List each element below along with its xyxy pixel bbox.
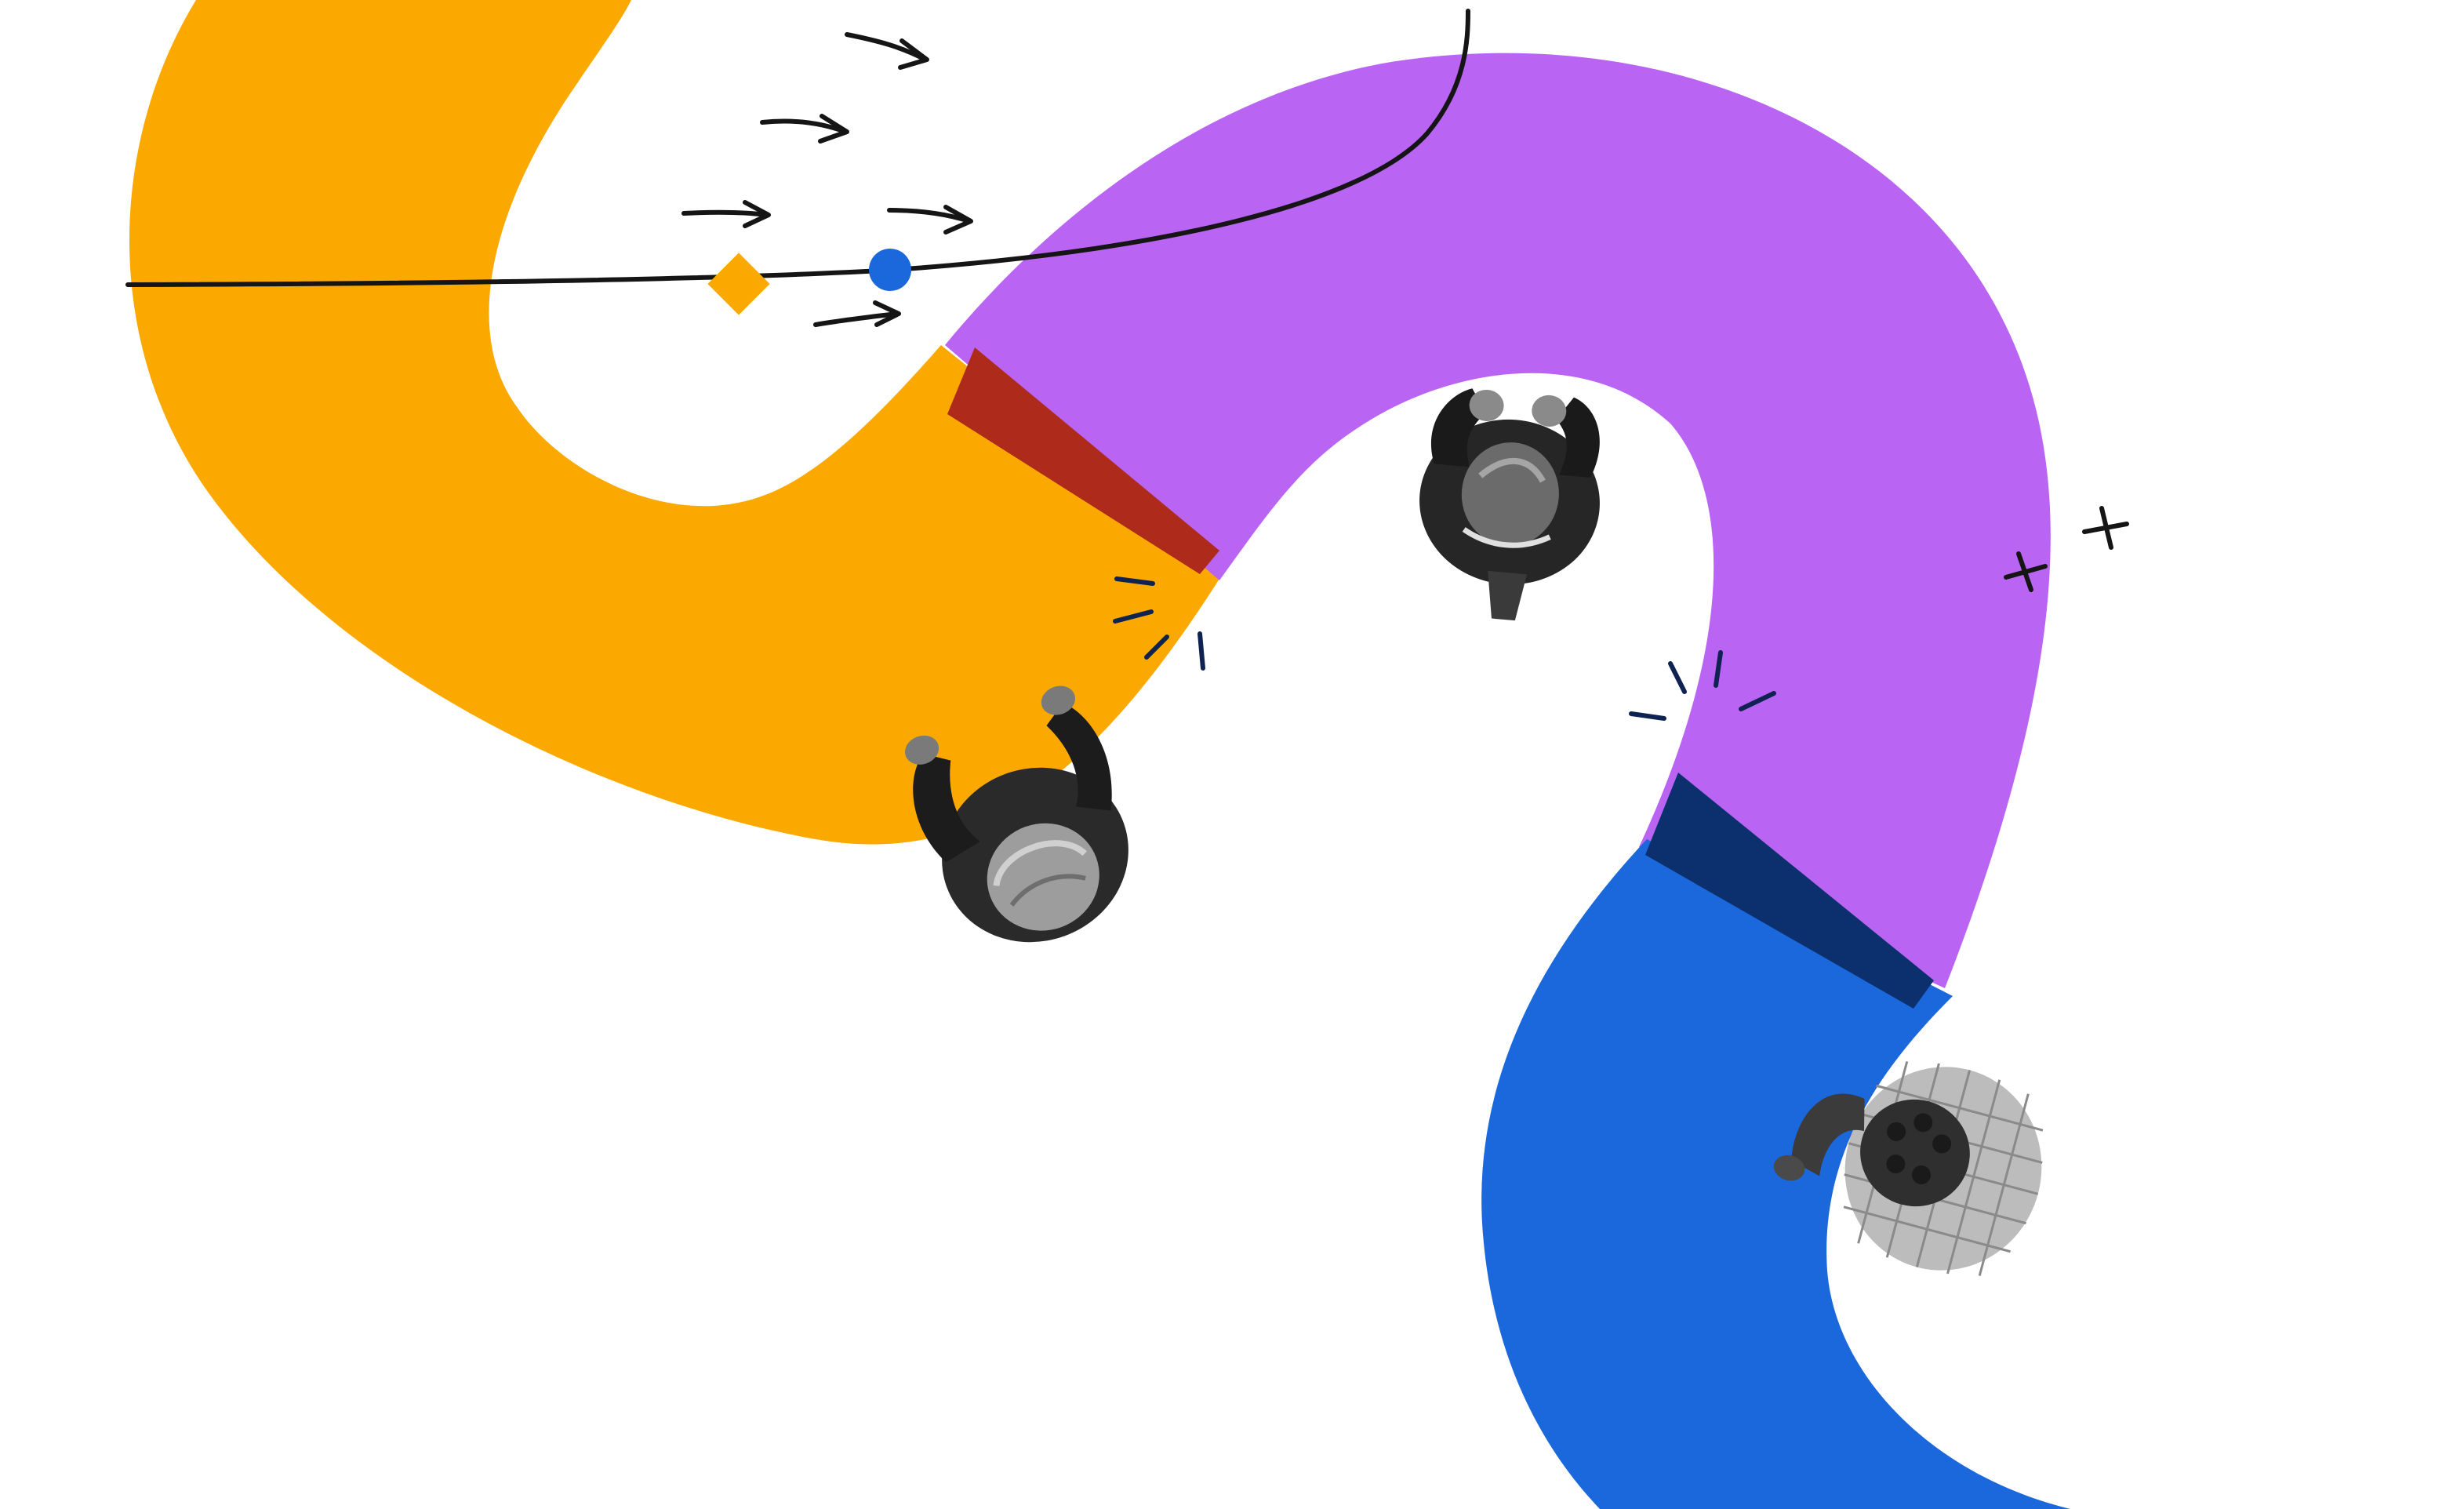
trajectory-line xyxy=(125,9,1470,287)
arrow-right-icon xyxy=(845,32,929,70)
person-top-view-left xyxy=(905,685,1128,943)
sparkle-cross-icon xyxy=(2082,506,2129,550)
arrow-right-icon xyxy=(813,300,901,327)
person-top-view-center xyxy=(1419,388,1600,621)
arrow-right-icon xyxy=(760,114,849,144)
diamond-marker-icon xyxy=(707,253,770,315)
orange-curved-band xyxy=(129,0,1223,845)
orange-purple-overlap xyxy=(947,347,1219,574)
person-top-view-right xyxy=(1773,1060,2044,1277)
impact-marks-left xyxy=(1113,576,1205,671)
sparkles xyxy=(2004,506,2129,592)
purple-blue-overlap xyxy=(1645,773,1934,1009)
arrow-group xyxy=(681,32,973,327)
purple-curved-band xyxy=(945,53,2051,989)
impact-marks-right xyxy=(1629,650,1776,721)
dot-marker-icon xyxy=(869,249,911,291)
arrow-right-icon xyxy=(681,200,771,228)
arrow-right-icon xyxy=(887,205,973,235)
blue-curved-band xyxy=(1481,839,2070,1509)
sparkle-cross-icon xyxy=(2004,551,2048,592)
